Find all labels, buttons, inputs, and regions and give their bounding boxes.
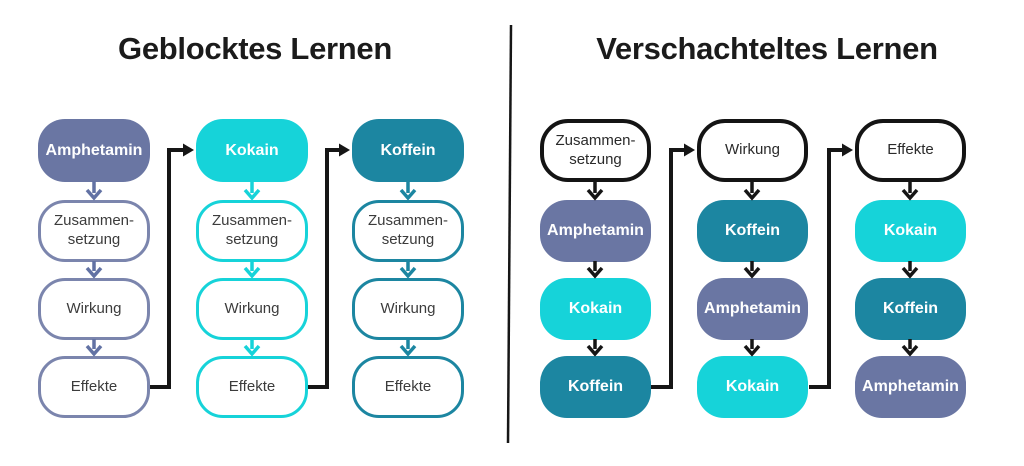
node-header-amphetamin: Amphetamin [38,119,150,182]
node-item-kokain: Kokain [697,356,808,418]
node-item-amphetamin: Amphetamin [540,200,651,262]
node-header-effekte: Effekte [855,119,966,182]
panel-title-interleaved-learning: Verschachteltes Lernen [596,31,938,66]
elbow-connector [308,148,339,389]
column-zusammensetzung: Zusammen-setzung Amphetamin Kokain Koffe… [540,119,651,418]
elbow-connector [150,148,183,389]
panel-title-blocked-learning: Geblocktes Lernen [118,31,392,66]
elbow-connector [809,148,842,389]
node-item-kokain: Kokain [855,200,966,262]
elbow-arrowhead [183,143,194,157]
panel-divider [506,24,513,444]
node-item-koffein: Koffein [540,356,651,418]
node-step-wirkung: Wirkung [38,278,150,340]
column-wirkung: Wirkung Koffein Amphetamin Kokain [697,119,808,418]
node-step-wirkung: Wirkung [352,278,464,340]
elbow-arrowhead [842,143,853,157]
node-header-koffein: Koffein [352,119,464,182]
node-step-zusammensetzung: Zusammen-setzung [352,200,464,262]
elbow-arrowhead [339,143,350,157]
node-item-amphetamin: Amphetamin [855,356,966,418]
node-step-zusammensetzung: Zusammen-setzung [196,200,308,262]
column-kokain: Kokain Zusammen-setzung Wirkung Effekte [196,119,308,418]
node-item-koffein: Koffein [697,200,808,262]
elbow-connector [651,148,684,389]
node-item-amphetamin: Amphetamin [697,278,808,340]
node-step-effekte: Effekte [38,356,150,418]
node-step-wirkung: Wirkung [196,278,308,340]
node-step-effekte: Effekte [352,356,464,418]
node-item-koffein: Koffein [855,278,966,340]
elbow-arrowhead [684,143,695,157]
node-header-zusammensetzung: Zusammen-setzung [540,119,651,182]
node-step-zusammensetzung: Zusammen-setzung [38,200,150,262]
column-koffein: Koffein Zusammen-setzung Wirkung Effekte [352,119,464,418]
node-step-effekte: Effekte [196,356,308,418]
column-effekte: Effekte Kokain Koffein Amphetamin [855,119,966,418]
node-header-wirkung: Wirkung [697,119,808,182]
column-amphetamin: Amphetamin Zusammen-setzung Wirkung Effe… [38,119,150,418]
node-item-kokain: Kokain [540,278,651,340]
node-header-kokain: Kokain [196,119,308,182]
